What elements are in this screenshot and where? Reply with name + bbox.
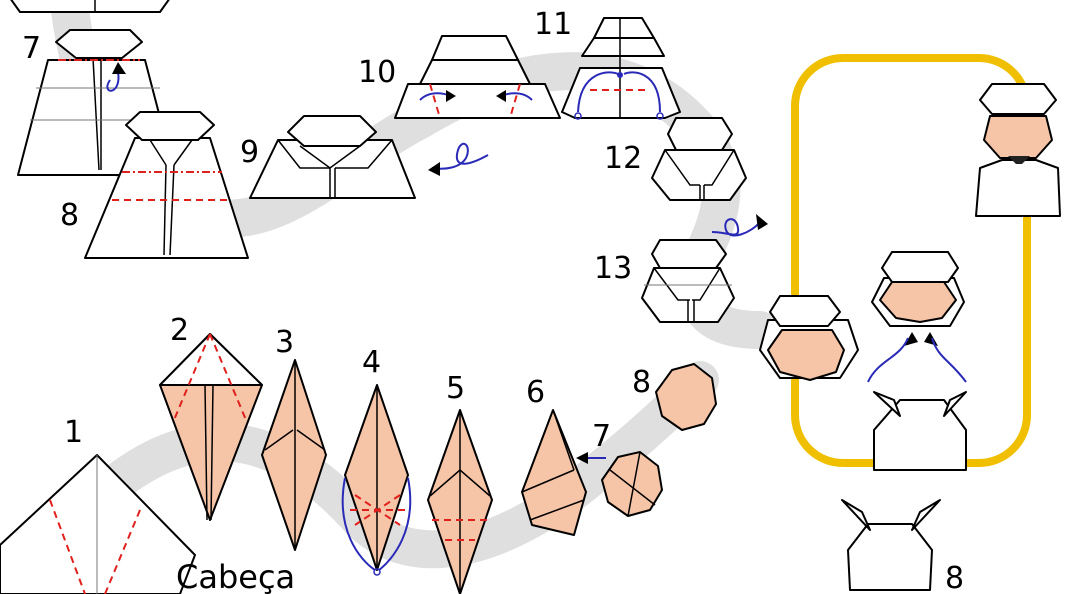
step-number-8-body: 8 xyxy=(945,561,964,594)
step-number-7-upper: 7 xyxy=(22,31,41,66)
head-step-8-shape xyxy=(655,363,717,431)
head-step-2-shape xyxy=(159,333,263,521)
step-number-8-upper: 8 xyxy=(60,198,79,233)
body-step-8-shape xyxy=(841,499,941,591)
step-number-6: 6 xyxy=(526,375,545,410)
assembled-head-left xyxy=(759,295,859,381)
step-number-12: 12 xyxy=(604,141,642,176)
step-number-8-lower: 8 xyxy=(632,365,651,400)
section-label-cabeca: Cabeça xyxy=(176,558,295,594)
head-step-7-shape xyxy=(576,451,663,517)
step-number-10: 10 xyxy=(358,55,396,90)
final-figure xyxy=(975,83,1061,217)
step-number-1: 1 xyxy=(64,415,83,450)
attach-arrow-right xyxy=(931,337,967,383)
step-number-7-lower: 7 xyxy=(592,419,611,454)
step-10-shape xyxy=(394,35,561,119)
step-12-shape xyxy=(651,117,747,201)
head-step-4-shape xyxy=(341,384,412,576)
turn-over-arrow-2 xyxy=(711,218,761,237)
step-11-shape xyxy=(561,17,681,120)
step-number-4: 4 xyxy=(362,345,381,380)
step-number-9: 9 xyxy=(240,135,259,170)
step-6-partial-shape xyxy=(10,0,170,13)
head-step-5-shape xyxy=(427,409,493,594)
step-number-13: 13 xyxy=(594,251,632,286)
step-13-shape xyxy=(641,239,735,323)
turn-over-arrowhead-1 xyxy=(428,162,440,176)
turn-over-arrow-1 xyxy=(431,142,489,170)
step-number-3: 3 xyxy=(275,325,294,360)
head-step-1-shape xyxy=(0,454,196,594)
assembled-head-right xyxy=(871,251,965,346)
step-8-upper-shape xyxy=(84,111,249,259)
attach-arrow-left xyxy=(867,337,909,383)
step-number-2: 2 xyxy=(170,313,189,348)
turn-over-arrowhead-2 xyxy=(756,214,768,230)
step-number-11: 11 xyxy=(534,7,572,42)
step-number-5: 5 xyxy=(446,371,465,406)
head-step-3-shape xyxy=(261,359,327,551)
body-shape-in-frame xyxy=(873,391,967,471)
step-9-shape xyxy=(249,115,416,199)
head-step-6-shape xyxy=(521,409,587,536)
